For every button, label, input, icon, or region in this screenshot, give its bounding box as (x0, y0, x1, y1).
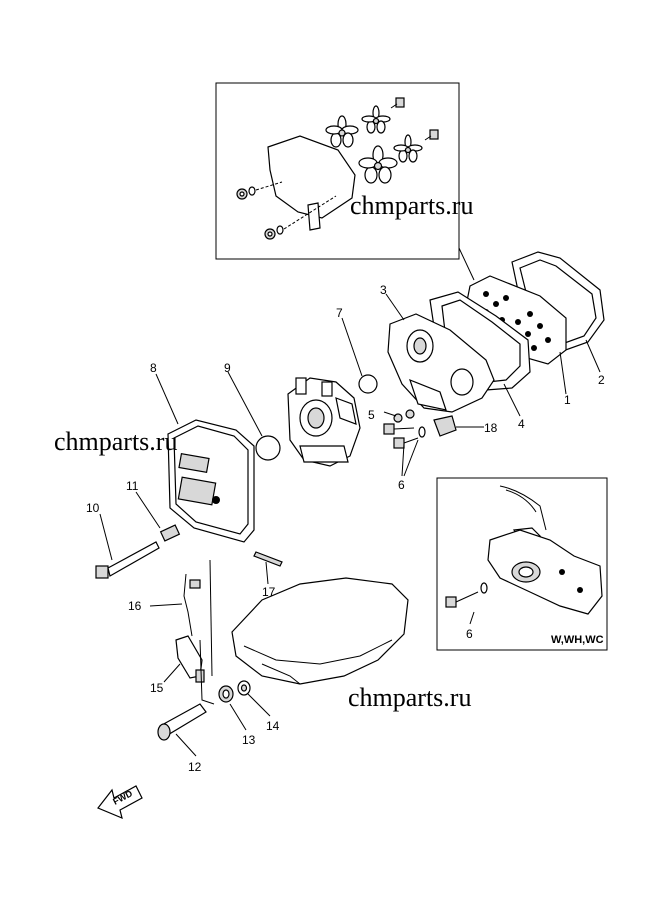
watermark-3: chmparts.ru (348, 683, 471, 712)
callout-16: 16 (128, 599, 142, 613)
callout-9: 9 (224, 361, 231, 375)
inset-bolt (445, 582, 488, 608)
inset-rotor-1 (325, 115, 359, 148)
part-12-knob (157, 703, 207, 741)
inset-screw-2 (424, 129, 439, 141)
callout-4: 4 (518, 417, 525, 431)
part-14-washer (237, 680, 251, 696)
bottom-inset-box: 6 W,WH,WC (436, 477, 608, 651)
part-15-bracket (175, 635, 205, 683)
callout-13: 13 (242, 733, 256, 747)
callout-3: 3 (380, 283, 387, 297)
callout-1: 1 (564, 393, 571, 407)
inset-cover (487, 529, 603, 615)
inset-rotor-2 (361, 105, 391, 134)
inset-rotor-4 (393, 134, 423, 163)
callouts: 1 2 3 4 5 6 7 8 9 10 11 12 13 14 15 16 1… (86, 283, 605, 774)
inset-nut-washer-1 (236, 181, 283, 200)
inset-plate (267, 135, 356, 219)
part-13-grommet (218, 685, 234, 703)
part-8-silencer (167, 419, 255, 543)
part-6-bolts (383, 423, 426, 449)
callout-17: 17 (262, 585, 276, 599)
leader-lines (99, 293, 601, 757)
fwd-arrow-icon: FWD (97, 785, 143, 820)
part-9-o-ring (255, 435, 281, 461)
part-18-clip (433, 415, 457, 437)
part-17-rod (253, 551, 283, 567)
inset-screw-1 (390, 97, 405, 109)
callout-5: 5 (368, 408, 375, 422)
callout-12: 12 (188, 760, 202, 774)
inset-model-tag: W,WH,WC (551, 634, 604, 646)
callout-2: 2 (598, 373, 605, 387)
callout-6: 6 (398, 478, 405, 492)
callout-18: 18 (484, 421, 498, 435)
inset-nut-washer-2 (264, 195, 337, 240)
watermark-1: chmparts.ru (350, 191, 473, 220)
callout-15: 15 (150, 681, 164, 695)
callout-7: 7 (336, 306, 343, 320)
inset-rotor-3 (358, 145, 398, 184)
watermark-2: chmparts.ru (54, 427, 177, 456)
part-10-bolt (95, 541, 160, 579)
callout-11: 11 (126, 479, 139, 493)
callout-8: 8 (150, 361, 157, 375)
part-5-washers (393, 409, 415, 423)
part-7-o-ring (358, 374, 378, 394)
part-11-collar (159, 524, 181, 542)
bottom-cowling (231, 577, 409, 685)
top-inset-box (215, 82, 475, 281)
carburetor (287, 377, 361, 467)
callout-14: 14 (266, 719, 280, 733)
inset-callout-6: 6 (466, 627, 473, 641)
part-16-link-rod (183, 573, 201, 637)
callout-10: 10 (86, 501, 100, 515)
